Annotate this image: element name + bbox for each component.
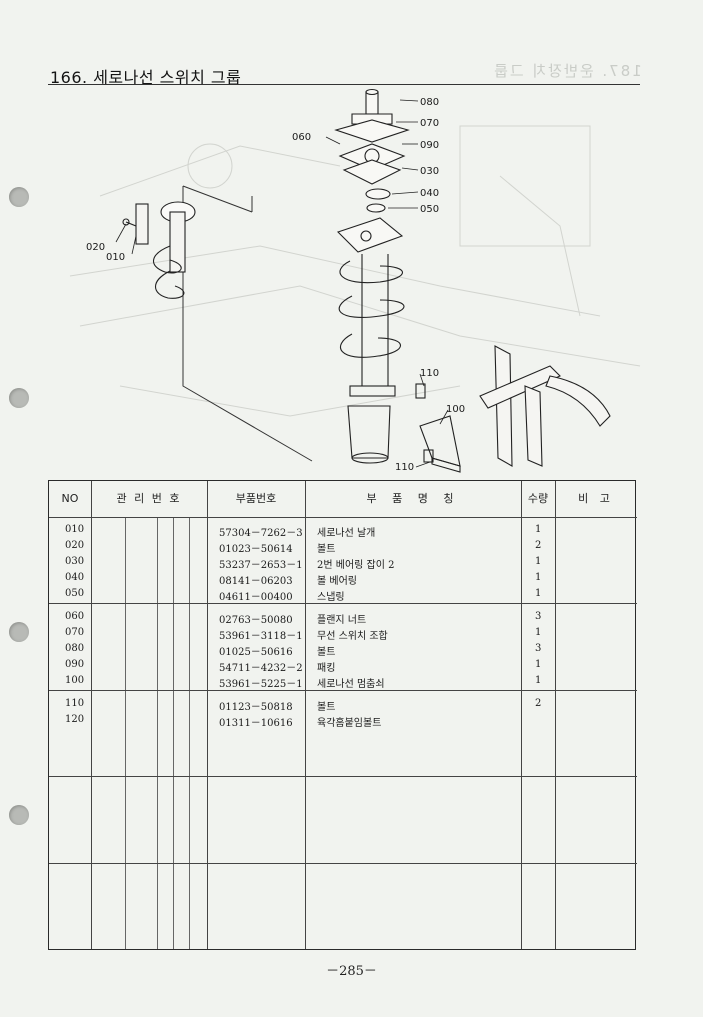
- callout-label: 070: [420, 118, 439, 129]
- group-divider: [49, 690, 637, 691]
- row-part-name: 2번 베어링 잡이 2: [317, 560, 395, 571]
- column-divider: [91, 481, 92, 949]
- callout-label: 010: [106, 252, 125, 263]
- switch-stack: [334, 88, 410, 253]
- row-quantity: 1: [535, 659, 542, 670]
- group-divider: [49, 863, 637, 864]
- row-quantity: 1: [535, 675, 542, 686]
- callout-label: 110: [420, 368, 439, 379]
- title-underline: [48, 84, 640, 85]
- row-no: 080: [65, 643, 85, 654]
- row-part-name: 무선 스위치 조합: [317, 631, 388, 642]
- row-part-name: 세로나선 날개: [317, 528, 376, 539]
- row-no: 030: [65, 556, 85, 567]
- row-part-number: 02763－50080: [219, 615, 293, 626]
- punch-hole: [9, 388, 29, 408]
- row-quantity: 3: [535, 643, 542, 654]
- row-no: 120: [65, 714, 85, 725]
- page-title: 166. 세로나선 스위치 그룹: [50, 68, 242, 87]
- bleed-through-text: 187. 운반장치 그룹: [492, 62, 642, 80]
- sub-column-divider: [125, 517, 126, 949]
- callout-label: 020: [86, 242, 105, 253]
- row-part-number: 53237－2653－1: [219, 560, 303, 571]
- callout-label: 040: [420, 188, 439, 199]
- sub-column-divider: [173, 517, 174, 949]
- header-no: NO: [61, 492, 79, 505]
- row-part-number: 53961－5225－1: [219, 679, 303, 690]
- punch-hole: [9, 187, 29, 207]
- row-part-name: 볼트: [317, 702, 336, 713]
- row-no: 020: [65, 540, 85, 551]
- parts-table: NO 관 리 번 호 부품번호 부 품 명 칭 수량 비 고 010 57304…: [48, 480, 637, 950]
- column-divider: [207, 481, 208, 949]
- row-no: 010: [65, 524, 85, 535]
- row-no: 040: [65, 572, 85, 583]
- row-quantity: 1: [535, 588, 542, 599]
- header-divider: [49, 517, 637, 518]
- column-divider: [555, 481, 556, 949]
- row-part-name: 플랜지 너트: [317, 615, 367, 626]
- sub-column-divider: [189, 517, 190, 949]
- row-quantity: 1: [535, 556, 542, 567]
- row-part-name: 스냅링: [317, 592, 345, 603]
- header-remark: 비 고: [578, 492, 614, 505]
- callout-label: 030: [420, 166, 439, 177]
- stopper-bracket: [415, 383, 461, 473]
- punch-hole: [9, 622, 29, 642]
- row-no: 070: [65, 627, 85, 638]
- sub-column-divider: [157, 517, 158, 949]
- row-part-name: 볼 베어링: [317, 576, 357, 587]
- column-divider: [521, 481, 522, 949]
- row-part-number: 01025－50616: [219, 647, 293, 658]
- row-quantity: 1: [535, 524, 542, 535]
- row-quantity: 2: [535, 540, 542, 551]
- row-no: 110: [65, 698, 85, 709]
- blade-assembly: [122, 201, 196, 299]
- row-part-name: 패킹: [317, 663, 336, 674]
- row-part-name: 세로나선 멈춤쇠: [317, 679, 385, 690]
- header-part-name: 부 품 명 칭: [366, 492, 460, 505]
- callout-label: 060: [292, 132, 311, 143]
- row-no: 060: [65, 611, 85, 622]
- row-part-number: 54711－4232－2: [219, 663, 303, 674]
- row-no: 100: [65, 675, 85, 686]
- punch-hole: [9, 805, 29, 825]
- assembly-frame-lines: [182, 185, 313, 462]
- row-quantity: 3: [535, 611, 542, 622]
- frame-bracket: [479, 345, 611, 467]
- row-part-number: 57304－7262－3: [219, 528, 303, 539]
- row-part-name: 볼트: [317, 544, 336, 555]
- vertical-auger: [338, 254, 405, 464]
- row-no: 050: [65, 588, 85, 599]
- group-divider: [49, 776, 637, 777]
- row-part-name: 볼트: [317, 647, 336, 658]
- row-part-number: 01023－50614: [219, 544, 293, 555]
- background-ghost-drawing: [69, 125, 641, 417]
- row-no: 090: [65, 659, 85, 670]
- row-part-name: 육각홈붙임볼트: [317, 718, 382, 729]
- page-number: －285－: [326, 964, 377, 979]
- callout-label: 110: [395, 462, 414, 473]
- callout-label: 050: [420, 204, 439, 215]
- callout-label: 100: [446, 404, 465, 415]
- header-management-no: 관 리 번 호: [116, 492, 182, 505]
- row-quantity: 2: [535, 698, 542, 709]
- column-divider: [305, 481, 306, 949]
- row-part-number: 01311－10616: [219, 718, 293, 729]
- row-part-number: 01123－50818: [219, 702, 293, 713]
- group-divider: [49, 603, 637, 604]
- row-part-number: 08141－06203: [219, 576, 293, 587]
- header-quantity: 수량: [527, 492, 549, 505]
- row-part-number: 04611－00400: [219, 592, 293, 603]
- callout-leaders: [115, 99, 449, 468]
- exploded-parts-diagram: 080 070 060 090 030 040 050 020 010 110 …: [69, 88, 641, 473]
- callout-label: 080: [420, 97, 439, 108]
- header-part-number: 부품번호: [235, 492, 277, 505]
- row-quantity: 1: [535, 572, 542, 583]
- row-quantity: 1: [535, 627, 542, 638]
- row-part-number: 53961－3118－1: [219, 631, 303, 642]
- callout-label: 090: [420, 140, 439, 151]
